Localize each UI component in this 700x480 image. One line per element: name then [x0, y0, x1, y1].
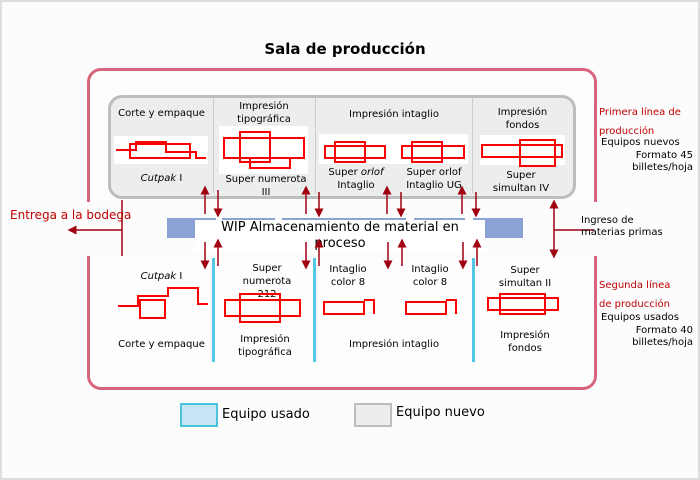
simultan-ii-drawing: [487, 293, 559, 315]
machine-label: Intaglio color 8: [329, 264, 367, 288]
legend-used-label: Equipo usado: [222, 407, 310, 422]
machine-number: I: [179, 271, 183, 282]
orlof-ug-drawing: [401, 141, 465, 163]
diagram-title: Sala de producción: [264, 40, 426, 58]
text: Intaglio: [337, 180, 375, 191]
text: Super: [328, 167, 358, 178]
divider: [213, 98, 214, 193]
first-line-equipment: Equipos nuevos: [601, 137, 680, 148]
wip-label: WIP Almacenamiento de material en proces…: [195, 220, 485, 252]
text: orlof: [360, 167, 384, 178]
cutpak-bottom-drawing: [118, 287, 208, 319]
section-label: Impresión tipográfica: [237, 101, 291, 125]
machine-label: Super orlof Intaglio UG: [406, 167, 462, 191]
cutpak-top-drawing: [116, 141, 206, 159]
legend-new-label: Equipo nuevo: [396, 405, 485, 420]
machine-label: Cutpak I: [110, 172, 213, 185]
legend-used-swatch: [180, 403, 218, 427]
divider: [315, 98, 316, 193]
machine-label: Super numerota III: [225, 174, 307, 198]
section-label: Impresión intaglio: [349, 109, 439, 120]
simultan-iv-drawing: [481, 139, 563, 167]
numerota-top-drawing: [223, 131, 305, 169]
machine-name: Cutpak: [140, 173, 177, 184]
second-line-equipment: Equipos usados: [601, 312, 679, 323]
section-label: Impresión tipográfica: [238, 334, 292, 358]
machine-name: Cutpak: [140, 271, 177, 282]
first-line-format: Formato 45 billetes/hoja: [632, 150, 693, 173]
orlof-drawing: [324, 141, 386, 163]
section-divider: [313, 258, 316, 362]
section-label: Impresión fondos: [500, 330, 550, 354]
machine-label: Cutpak I: [110, 270, 213, 283]
machine-image: [319, 134, 468, 164]
first-line-label: Primera línea de producción: [599, 107, 681, 137]
machine-label: Intaglio color 8: [411, 264, 449, 288]
section-divider: [472, 258, 475, 362]
section-label: Corte y empaque: [118, 108, 205, 119]
section-label: Impresión intaglio: [349, 339, 439, 350]
second-line-label: Segunda línea de producción: [599, 280, 671, 310]
section-label: Corte y empaque: [118, 339, 205, 350]
intaglio-8b-drawing: [405, 299, 457, 315]
delivery-label: Entrega a la bodega: [10, 208, 132, 222]
section-label: Impresión fondos: [497, 107, 548, 131]
section-divider: [212, 258, 215, 362]
divider: [472, 98, 473, 193]
legend-new-swatch: [354, 403, 392, 427]
machine-label: Super simultan II: [498, 265, 552, 289]
second-line-format: Formato 40 billetes/hoja: [632, 325, 693, 348]
machine-number: I: [179, 173, 183, 184]
machine-image: [219, 126, 308, 174]
numerota-212-drawing: [224, 293, 301, 323]
intaglio-8-drawing: [323, 299, 375, 315]
machine-label: Super simultan IV: [492, 170, 550, 194]
raw-material-label: Ingreso de materias primas: [581, 215, 663, 238]
